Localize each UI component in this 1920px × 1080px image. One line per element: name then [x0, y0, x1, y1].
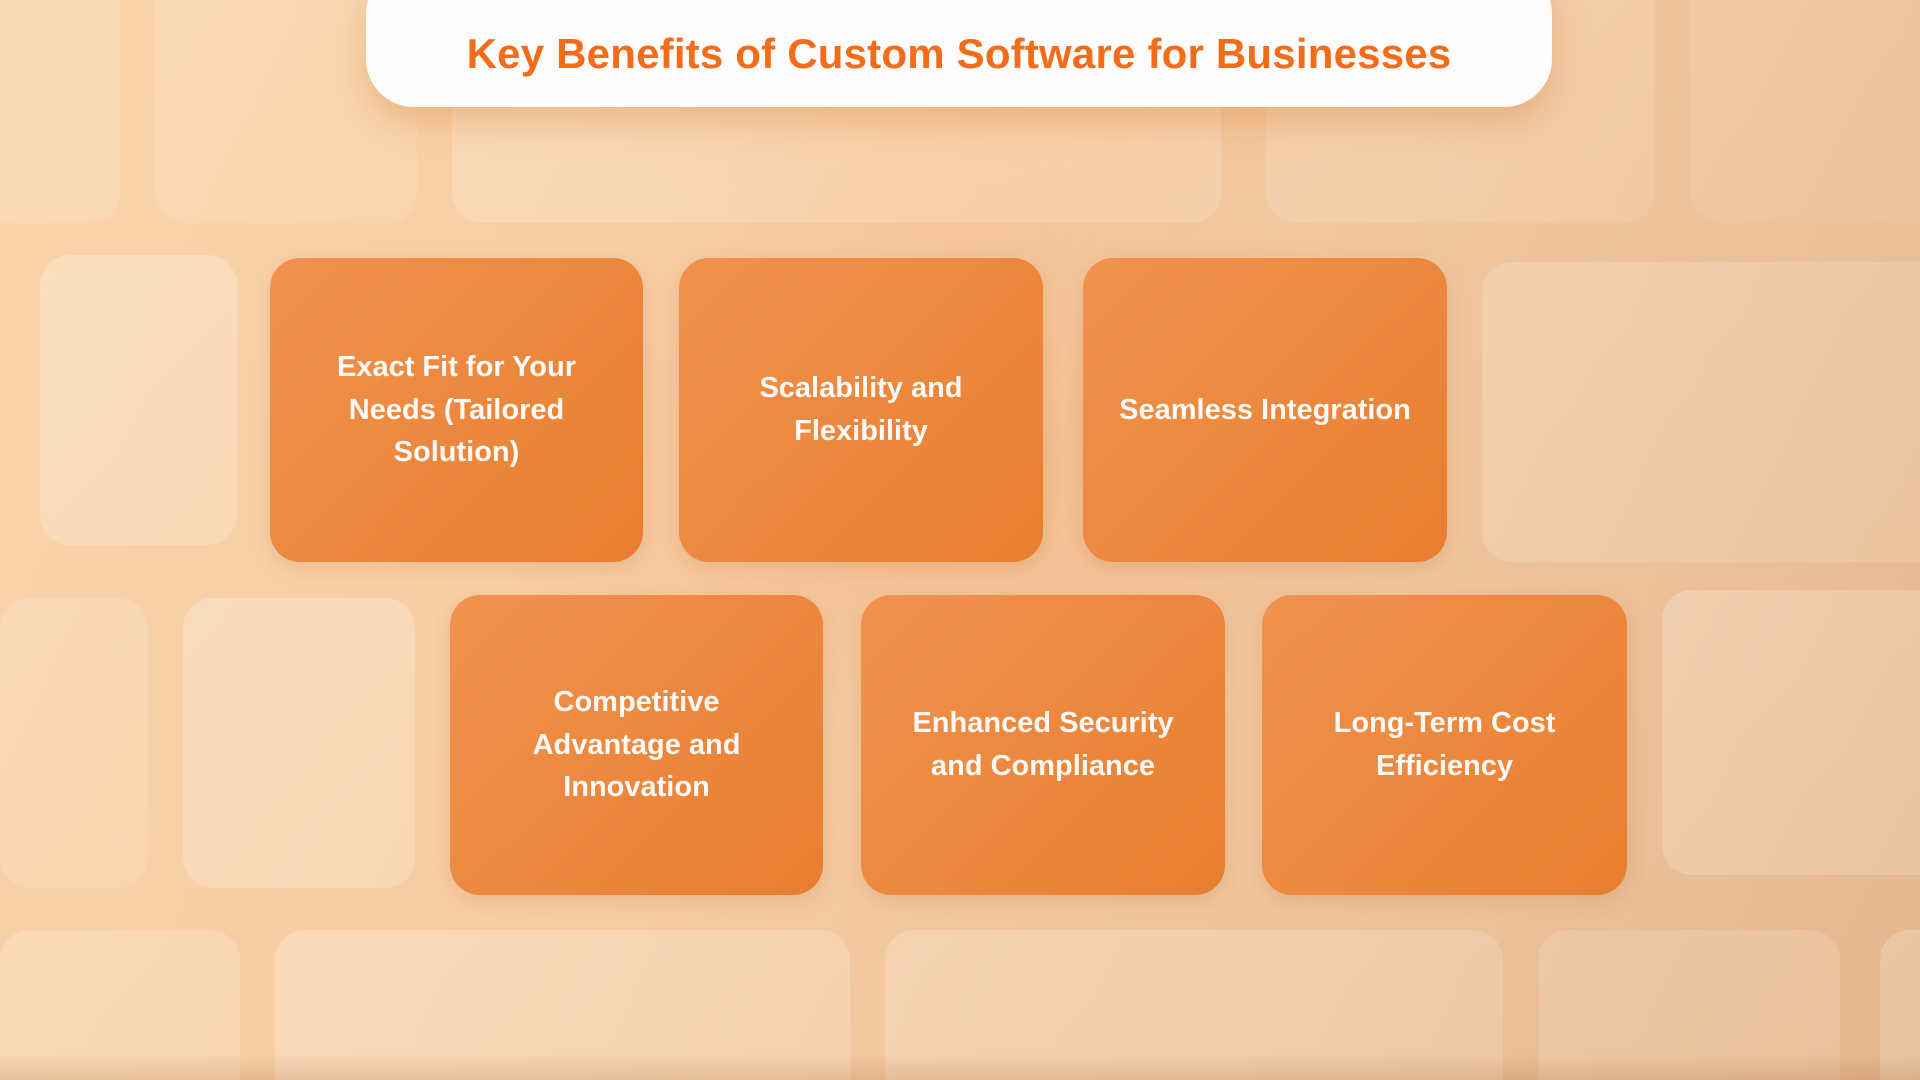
benefit-card-security: Enhanced Security and Compliance: [861, 595, 1225, 895]
background-tile: [1482, 262, 1920, 562]
benefit-card-label: Exact Fit for Your Needs (Tailored Solut…: [336, 350, 577, 469]
background-tile: [0, 0, 120, 223]
page-title: Key Benefits of Custom Software for Busi…: [466, 29, 1452, 77]
background-tile: [40, 255, 237, 545]
background-tile: [275, 930, 850, 1080]
background-tile: [1880, 930, 1920, 1080]
background-tile: [1538, 930, 1840, 1080]
benefit-card-label: Competitive Advantage and Innovation: [532, 685, 741, 804]
background-tile: [183, 598, 415, 888]
benefit-card-competitive: Competitive Advantage and Innovation: [450, 595, 823, 895]
background-tile: [1662, 590, 1920, 875]
benefit-card-exact-fit: Exact Fit for Your Needs (Tailored Solut…: [270, 258, 643, 562]
benefit-card-label: Long-Term Cost Efficiency: [1333, 707, 1556, 782]
background-tile: [0, 930, 240, 1080]
benefit-card-label: Enhanced Security and Compliance: [912, 707, 1174, 782]
benefit-card-scalability: Scalability and Flexibility: [679, 258, 1043, 562]
background-tile: [1690, 0, 1920, 223]
background-tile: [0, 598, 148, 888]
bottom-vignette: [0, 1054, 1920, 1080]
benefit-card-integration: Seamless Integration: [1083, 258, 1447, 562]
benefit-card-cost: Long-Term Cost Efficiency: [1262, 595, 1627, 895]
title-banner: Key Benefits of Custom Software for Busi…: [366, 0, 1552, 107]
benefit-card-label: Scalability and Flexibility: [759, 372, 963, 447]
background-tile: [885, 930, 1503, 1080]
benefit-card-label: Seamless Integration: [1119, 393, 1411, 426]
